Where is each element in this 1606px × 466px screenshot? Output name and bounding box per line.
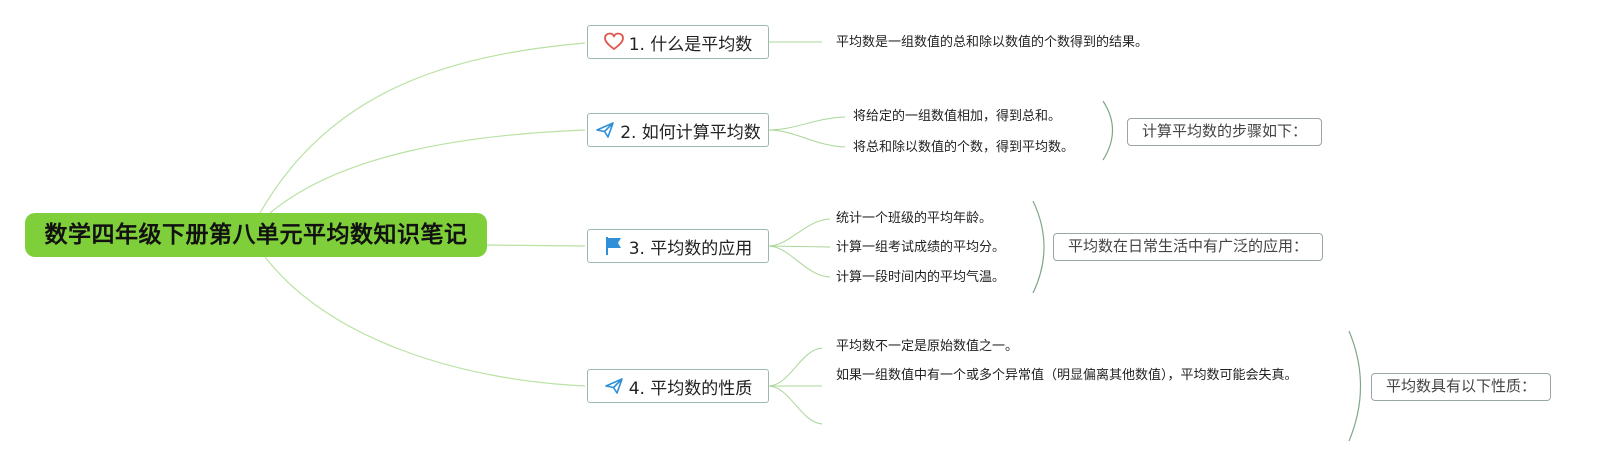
leaf-line-3-2 bbox=[767, 245, 831, 248]
topic-properties[interactable]: 4. 平均数的性质 bbox=[587, 369, 769, 403]
flag-icon bbox=[604, 236, 624, 256]
leaf-line-4-1 bbox=[767, 347, 823, 387]
branch-line-3 bbox=[486, 244, 586, 247]
summary-4[interactable]: 平均数具有以下性质： bbox=[1371, 373, 1552, 401]
leaf-line-3-1 bbox=[767, 218, 831, 247]
leaf-line-2-2 bbox=[767, 129, 846, 148]
topic-what-is-average[interactable]: 1. 什么是平均数 bbox=[587, 25, 769, 59]
brace-2 bbox=[1102, 100, 1113, 161]
leaf-2-1: 将给定的一组数值相加，得到总和。 bbox=[853, 109, 1062, 124]
heart-icon bbox=[603, 32, 624, 52]
summary-2[interactable]: 计算平均数的步骤如下： bbox=[1127, 118, 1323, 146]
topic-label: 2. 如何计算平均数 bbox=[620, 122, 761, 143]
leaf-4-2: 如果一组数值中有一个或多个异常值（明显偏离其他数值），平均数可能会失真。 bbox=[836, 368, 1298, 383]
topic-applications[interactable]: 3. 平均数的应用 bbox=[587, 229, 769, 263]
leaf-2-2: 将总和除以数值的个数，得到平均数。 bbox=[853, 140, 1075, 155]
leaf-line-4-3 bbox=[767, 385, 823, 425]
branch-line-4 bbox=[264, 256, 586, 387]
leaf-3-1: 统计一个班级的平均年龄。 bbox=[836, 211, 993, 226]
topic-how-to-calculate[interactable]: 2. 如何计算平均数 bbox=[587, 113, 769, 147]
paper-plane-icon bbox=[604, 376, 624, 396]
branch-line-1 bbox=[259, 42, 586, 214]
topic-label: 1. 什么是平均数 bbox=[628, 34, 753, 55]
summary-3[interactable]: 平均数在日常生活中有广泛的应用： bbox=[1053, 233, 1324, 261]
leaf-1-1: 平均数是一组数值的总和除以数值的个数得到的结果。 bbox=[836, 35, 1149, 50]
leaf-4-1: 平均数不一定是原始数值之一。 bbox=[836, 339, 1019, 354]
topic-label: 4. 平均数的性质 bbox=[628, 378, 753, 399]
leaf-3-2: 计算一组考试成绩的平均分。 bbox=[836, 240, 1006, 255]
brace-4 bbox=[1348, 330, 1362, 442]
leaf-line-3-3 bbox=[767, 245, 831, 278]
leaf-3-3: 计算一段时间内的平均气温。 bbox=[836, 270, 1006, 285]
branch-line-2 bbox=[269, 129, 586, 214]
topic-label: 3. 平均数的应用 bbox=[628, 238, 753, 259]
paper-plane-icon bbox=[595, 120, 615, 140]
root-topic[interactable]: 数学四年级下册第八单元平均数知识笔记 bbox=[25, 213, 487, 257]
leaf-line-2-1 bbox=[767, 116, 846, 131]
brace-3 bbox=[1032, 200, 1045, 294]
